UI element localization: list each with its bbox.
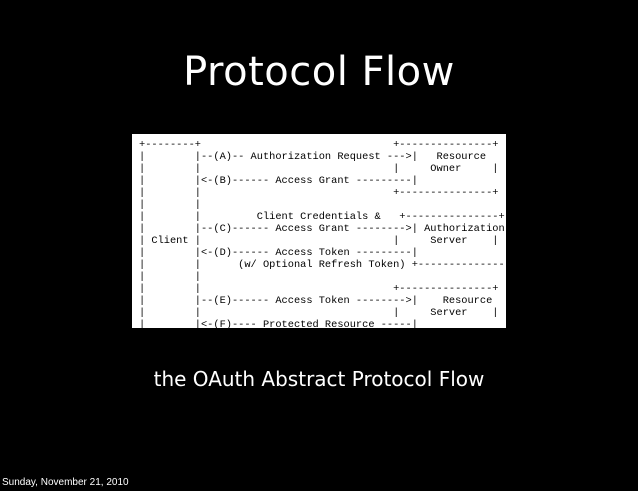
diagram-line: | | +---------------+ [139,187,499,199]
diagram-line: | | (w/ Optional Refresh Token) +-------… [139,259,506,271]
diagram-line: | | | Server | [139,307,499,319]
diagram-line: | | Client Credentials & +--------------… [139,211,505,223]
diagram-line: | Client | | Server | [139,235,499,247]
diagram-line: | | +---------------+ [139,283,499,295]
protocol-flow-diagram: +--------+ +---------------+ | |--(A)-- … [132,134,506,328]
diagram-line: | |<-(D)------ Access Token ---------| | [139,247,506,259]
diagram-line: | |--(E)------ Access Token -------->| R… [139,295,506,307]
diagram-line: | |<-(B)------ Access Grant ---------| | [139,175,506,187]
diagram-line: +--------+ +---------------+ [139,139,499,151]
footer-date: Sunday, November 21, 2010 [2,477,129,488]
diagram-line: | |--(A)-- Authorization Request --->| R… [139,151,506,163]
diagram-line: | | [139,199,201,211]
slide-caption: the OAuth Abstract Protocol Flow [153,367,485,391]
slide-title: Protocol Flow [183,49,455,95]
diagram-line: | | [139,271,201,283]
diagram-line: | |<-(F)---- Protected Resource -----| | [139,319,506,328]
diagram-line: | |--(C)------ Access Grant -------->| A… [139,223,506,235]
diagram-line: | | | Owner | [139,163,499,175]
